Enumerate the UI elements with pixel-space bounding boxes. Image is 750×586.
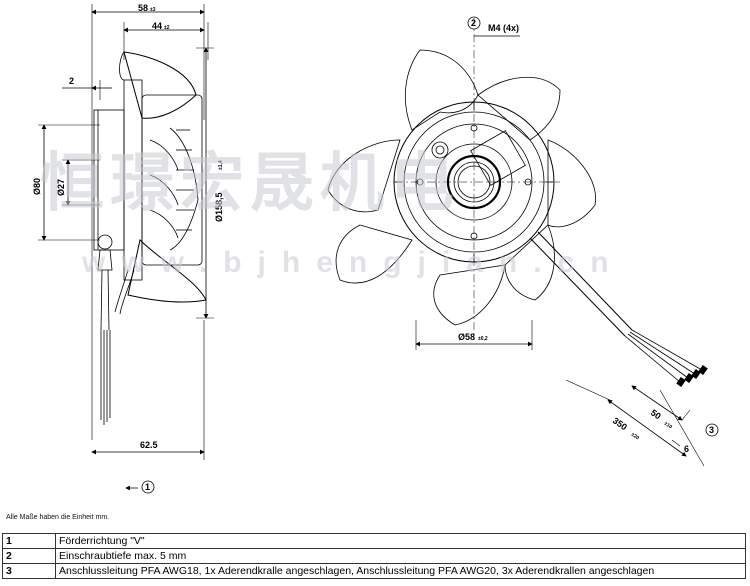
dim-80: Ø80 xyxy=(32,178,42,195)
dim-27: Ø27 xyxy=(56,179,66,196)
technical-drawing: 58 ±3 44 ±2 2 Ø80 Ø27 Ø158,5 ±1,4 62.5 1 xyxy=(32,3,719,494)
svg-text:2: 2 xyxy=(471,18,476,28)
legend-text: Einschraubtiefe max. 5 mm xyxy=(55,548,746,564)
legend-num: 3 xyxy=(2,563,56,579)
lead-50-tol: ±10 xyxy=(663,421,673,431)
legend-table: 1 Förderrichtung "V" 2 Einschraubtiefe m… xyxy=(2,533,746,579)
callout-1: 1 xyxy=(141,480,155,494)
dim-58-front: Ø58 xyxy=(458,332,475,342)
dim-158-tol: ±1,4 xyxy=(218,160,224,170)
side-view xyxy=(38,4,214,491)
dim-62-5: 62.5 xyxy=(140,440,158,450)
dim-44-tol: ±2 xyxy=(164,25,170,31)
legend-row: 2 Einschraubtiefe max. 5 mm xyxy=(2,548,746,564)
lead-6: 6 xyxy=(684,444,689,454)
unit-note: Alle Maße haben die Einheit mm. xyxy=(6,514,110,521)
dim-44: 44 xyxy=(152,21,162,31)
legend-row: 3 Anschlussleitung PFA AWG18, 1x Aderend… xyxy=(2,563,746,579)
legend-num: 2 xyxy=(2,548,56,564)
watermark-chinese: 恒璟宏晟机电 xyxy=(40,147,460,219)
wire-ends xyxy=(676,365,708,387)
legend-text: Förderrichtung "V" xyxy=(55,533,746,549)
lead-350: 350 xyxy=(611,415,629,432)
legend-row: 1 Förderrichtung "V" xyxy=(2,533,746,549)
lead-50: 50 xyxy=(649,407,663,421)
watermark-url: www.bjhengjian.cn xyxy=(81,246,625,279)
callout-3: 3 xyxy=(705,423,719,437)
legend-num: 1 xyxy=(2,533,56,549)
thread-label: M4 (4x) xyxy=(488,23,519,33)
lead-350-tol: ±20 xyxy=(630,432,640,442)
legend-text: Anschlussleitung PFA AWG18, 1x Aderendkr… xyxy=(55,563,746,579)
dim-158: Ø158,5 xyxy=(214,192,224,222)
dim-58: 58 xyxy=(138,3,148,13)
callout-2: 2 xyxy=(467,16,481,30)
svg-text:3: 3 xyxy=(709,425,714,435)
dim-58-front-tol: ±0,2 xyxy=(478,336,488,342)
svg-text:1: 1 xyxy=(145,482,150,492)
front-view xyxy=(327,18,705,467)
dim-58-tol: ±3 xyxy=(150,7,156,13)
dim-2: 2 xyxy=(69,76,74,86)
